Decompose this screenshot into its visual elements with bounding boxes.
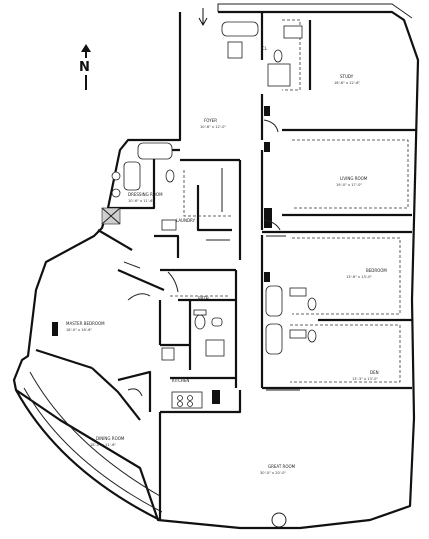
room-name: BATH <box>198 296 209 301</box>
room-dressing-room: DRESSING ROOM 10'-6" x 11'-6" <box>128 192 163 203</box>
room-master-bedroom: MASTER BEDROOM 18'-0" x 16'-6" <box>66 321 105 332</box>
soffit-lines <box>170 19 409 383</box>
room-study: STUDY 16'-6" x 12'-6" <box>334 74 360 85</box>
north-arrow: N <box>79 44 91 90</box>
room-dimensions: 18'-0" x 16'-6" <box>66 328 92 332</box>
room-dimensions: 30'-0" x 20'-0" <box>260 471 286 475</box>
room-name: MASTER BEDROOM <box>66 321 105 326</box>
room-dimensions: 19'-0" x 17'-0" <box>336 183 362 187</box>
room-dining-room: DINING ROOM 18'-0" x 11'-6" <box>90 436 125 447</box>
room-name: STUDY <box>340 74 354 79</box>
room-dimensions: 10'-6" x 12'-0" <box>200 125 226 129</box>
room-great-room: GREAT ROOM 30'-0" x 20'-0" <box>260 464 296 475</box>
room-dimensions: 10'-6" x 11'-6" <box>128 199 154 203</box>
room-bedroom: BEDROOM 13'-6" x 13'-0" <box>346 268 387 279</box>
room-laundry: LAUNDRY <box>176 218 196 223</box>
room-name: KITCHEN <box>172 378 189 383</box>
room-bath: BATH <box>198 296 209 301</box>
entry-arrow-icon <box>198 8 208 27</box>
room-dimensions: 18'-0" x 11'-6" <box>90 443 116 447</box>
structural-columns <box>52 106 272 404</box>
room-kitchen: KITCHEN <box>172 378 189 383</box>
room-name: FOYER <box>204 118 217 123</box>
room-name: LIVING ROOM <box>340 176 368 181</box>
room-dimensions: 13'-3" x 13'-0" <box>352 377 378 381</box>
interior-walls <box>35 12 416 520</box>
room-closet: CL <box>262 46 268 51</box>
room-name: DINING ROOM <box>96 436 125 441</box>
room-dimensions: 13'-6" x 13'-0" <box>346 275 372 279</box>
room-labels: MASTER BEDROOM 18'-0" x 16'-6" LIVING RO… <box>66 46 387 475</box>
room-name: DRESSING ROOM <box>128 192 163 197</box>
north-label: N <box>79 60 90 75</box>
room-foyer: FOYER 10'-6" x 12'-0" <box>200 118 226 129</box>
room-name: CL <box>262 46 268 51</box>
room-living-room: LIVING ROOM 19'-0" x 17'-0" <box>336 176 368 187</box>
room-den: DEN 13'-3" x 13'-0" <box>352 370 379 381</box>
room-name: BEDROOM <box>366 268 387 273</box>
room-dimensions: 16'-6" x 12'-6" <box>334 81 360 85</box>
room-name: DEN <box>370 370 379 375</box>
room-name: GREAT ROOM <box>268 464 296 469</box>
room-name: LAUNDRY <box>176 218 196 223</box>
fixtures <box>101 21 317 528</box>
